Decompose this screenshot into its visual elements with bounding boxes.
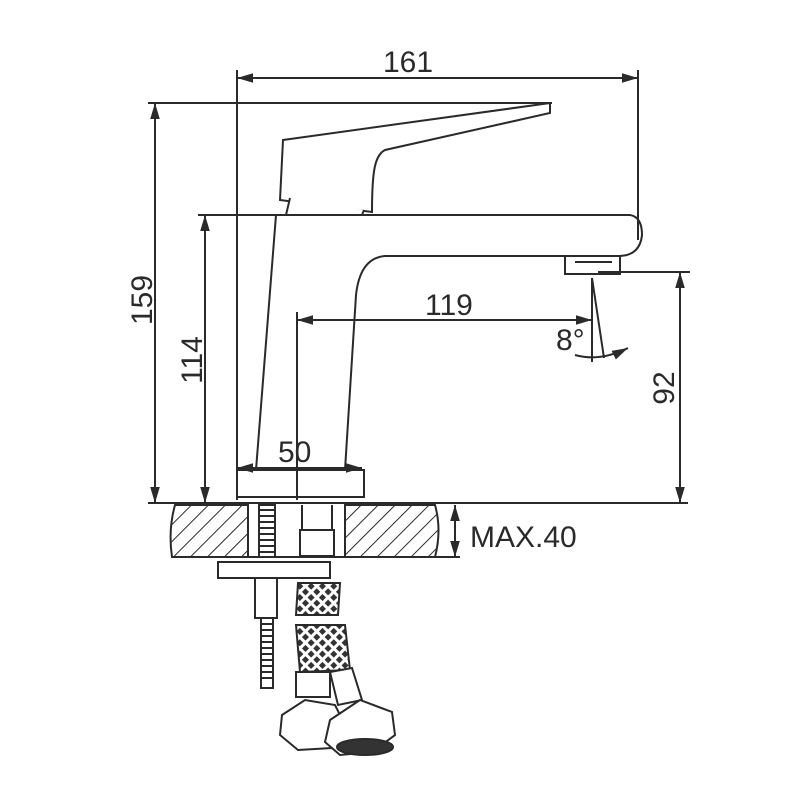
faucet-body — [236, 214, 644, 498]
supply-hose — [278, 505, 397, 757]
handle — [278, 101, 551, 216]
countertop-section — [169, 504, 460, 558]
dim-overall-width — [236, 70, 639, 500]
label-counter-thickness: MAX.40 — [470, 521, 577, 554]
mounting-bolt — [217, 504, 331, 689]
label-spout-height: 114 — [176, 336, 209, 384]
dim-overall-height — [148, 102, 552, 503]
dim-spout-height — [198, 214, 280, 503]
label-overall-height: 159 — [126, 275, 159, 325]
label-outlet-clearance: 92 — [648, 371, 681, 404]
label-base-diameter: 50 — [278, 436, 311, 469]
dim-outlet-clearance — [598, 271, 690, 503]
label-overall-width: 161 — [383, 46, 433, 79]
label-outlet-angle: 8° — [556, 324, 585, 357]
label-spout-reach: 119 — [425, 289, 473, 322]
dim-outlet-angle — [574, 277, 629, 362]
